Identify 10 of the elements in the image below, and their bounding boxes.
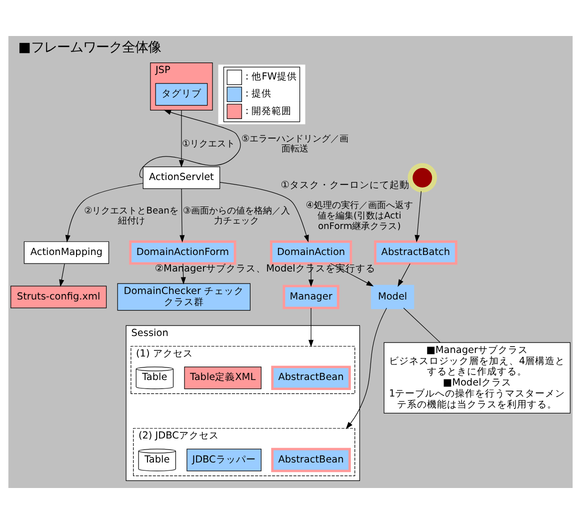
diagram-title: ■フレームワーク全体像 xyxy=(18,40,161,56)
edge-label: ①リクエスト xyxy=(182,138,236,149)
edge-label: ②リクエストとBeanを紐付け xyxy=(84,206,178,226)
edge-label: ④処理の実行／画面へ返す値を編集(引数はActionForm継承クラス) xyxy=(306,200,413,232)
node-label: ①タスク・クーロンにて起動 xyxy=(280,179,410,190)
edge-label: ③画面からの値を格納／入力チェック xyxy=(182,206,290,226)
edge-label: ⑤エラーハンドリング／画面転送 xyxy=(241,134,348,154)
legend-label: : 他FW提供 xyxy=(245,71,297,82)
legend-label: : 提供 xyxy=(245,88,272,100)
legend-label: : 開発範囲 xyxy=(245,105,292,116)
